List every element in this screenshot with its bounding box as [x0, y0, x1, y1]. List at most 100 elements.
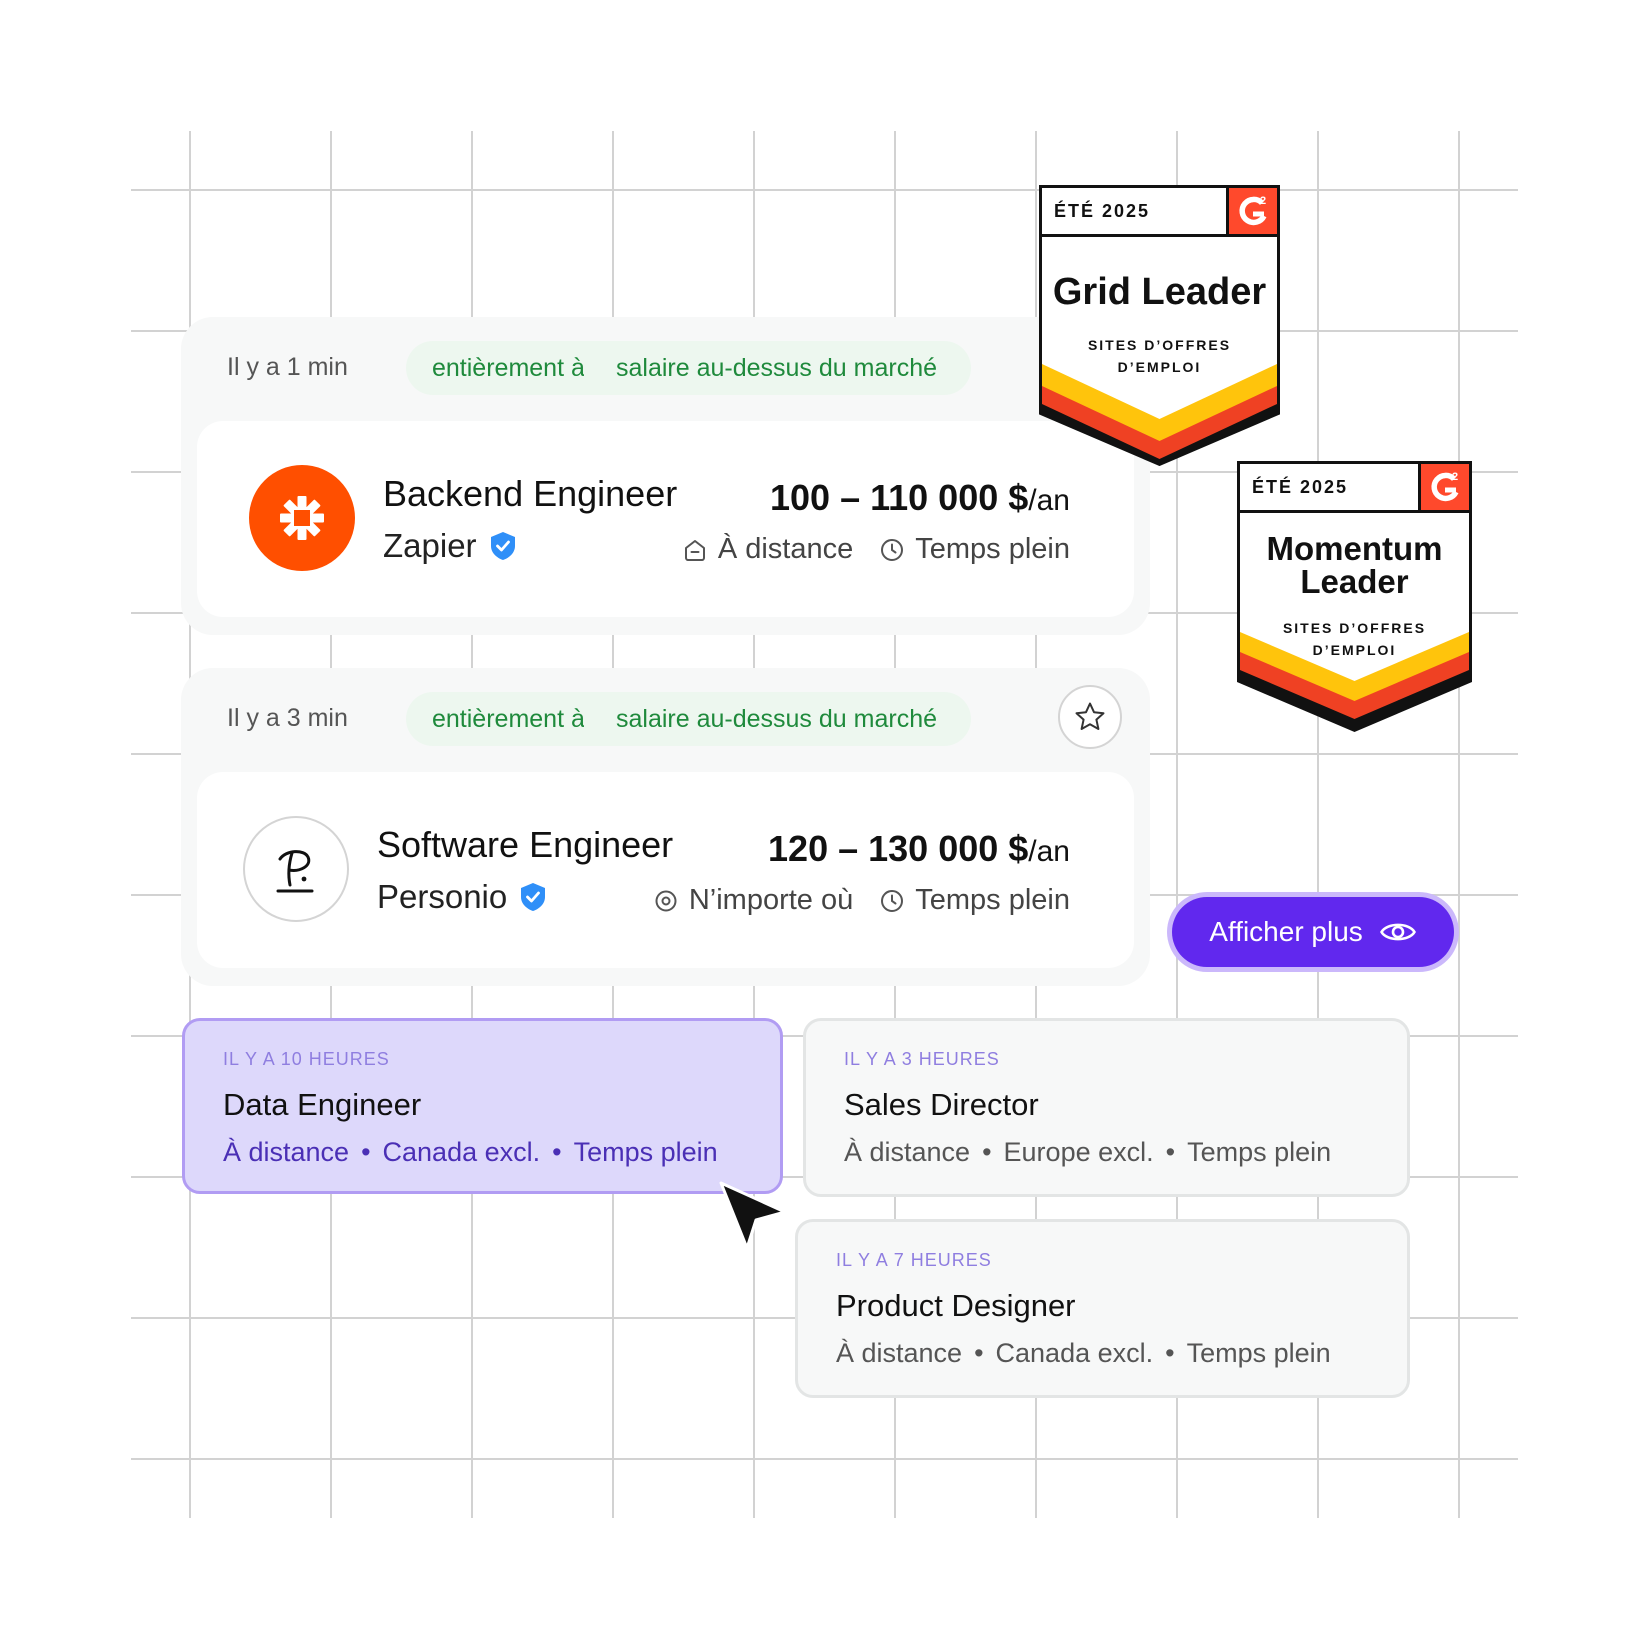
separator-dot: • — [552, 1137, 562, 1167]
job-meta: À distance Temps plein — [682, 533, 1070, 566]
eye-icon — [1379, 923, 1416, 941]
job-meta: N’importe où Temps plein — [653, 884, 1070, 917]
g2-logo-icon: 2 — [1239, 195, 1267, 226]
job-card-sales-director[interactable]: IL Y A 3 HEURES Sales Director À distanc… — [803, 1018, 1410, 1197]
tag-pill: entièrement à distance salaire au-dessus… — [406, 692, 971, 746]
company-name: Zapier — [383, 527, 517, 565]
badge-category: SITES D’OFFRES D’EMPLOI — [1237, 618, 1472, 661]
card-meta-schedule: Temps plein — [1186, 1338, 1331, 1368]
target-icon — [655, 890, 677, 911]
card-meta-schedule: Temps plein — [1187, 1137, 1332, 1167]
card-meta-location: À distance — [844, 1137, 971, 1167]
badge-category-line1: SITES D’OFFRES — [1282, 620, 1427, 636]
job-title[interactable]: Backend Engineer — [383, 473, 678, 514]
posted-time: Il y a 1 min — [227, 353, 348, 381]
g2-logo-icon: 2 — [1431, 471, 1459, 502]
g2-logo: 2 — [1226, 185, 1280, 237]
card-title[interactable]: Product Designer — [836, 1288, 1076, 1323]
tag-salary: salaire au-dessus du marché — [616, 353, 937, 382]
job-listing-software[interactable]: Il y a 3 min entièrement à distance sala… — [181, 668, 1150, 986]
star-icon — [1075, 702, 1105, 730]
badge-shield — [1039, 234, 1280, 466]
card-meta-schedule: Temps plein — [573, 1137, 718, 1167]
job-listing-backend[interactable]: Il y a 1 min entièrement à distance sala… — [181, 317, 1150, 635]
badge-title: Grid Leader — [1052, 271, 1267, 313]
job-title[interactable]: Software Engineer — [377, 824, 674, 865]
g2-badge-grid-leader: ÉTÉ 2025 2 Grid Leader SITES D’OFFRES D’… — [1039, 185, 1280, 466]
badge-title-line1: Momentum — [1266, 530, 1443, 567]
card-meta: À distance • Europe excl. • Temps plein — [844, 1137, 1331, 1168]
personio-logo — [243, 816, 349, 922]
separator-dot: • — [1165, 1338, 1175, 1368]
badge-title-line2: Leader — [1300, 563, 1409, 600]
card-posted-time: IL Y A 7 HEURES — [836, 1250, 992, 1270]
card-meta-region: Canada excl. — [382, 1137, 541, 1167]
tag-salary: salaire au-dessus du marché — [616, 704, 937, 733]
schedule-label: Temps plein — [915, 533, 1070, 565]
show-more-button[interactable]: Afficher plus — [1172, 897, 1454, 967]
tag-remote: entièrement à distance — [432, 704, 584, 733]
location-label: N’importe où — [688, 884, 854, 916]
svg-text:2: 2 — [1452, 471, 1458, 483]
badge-header: ÉTÉ 2025 2 — [1237, 461, 1472, 513]
separator-dot: • — [361, 1137, 371, 1167]
verified-badge-icon — [521, 883, 546, 911]
salary: 100 – 110 000 $/an — [770, 477, 1070, 519]
zapier-asterisk-icon — [280, 496, 324, 540]
save-star-button[interactable] — [1058, 685, 1122, 749]
g2-badge-momentum-leader: ÉTÉ 2025 2 Momentum Leader SITES D’OFFRE… — [1237, 461, 1472, 732]
card-meta-region: Europe excl. — [1003, 1137, 1154, 1167]
badge-season: ÉTÉ 2025 — [1252, 477, 1349, 497]
meta-schedule: Temps plein — [879, 884, 1070, 917]
separator-dot: • — [974, 1338, 984, 1368]
salary-period: /an — [1028, 484, 1070, 517]
schedule-label: Temps plein — [915, 884, 1070, 916]
show-more-label: Afficher plus — [1209, 916, 1363, 947]
posted-time: Il y a 3 min — [227, 704, 348, 732]
badge-header: ÉTÉ 2025 2 — [1039, 185, 1280, 237]
mouse-cursor-icon — [719, 1181, 787, 1250]
card-meta-region: Canada excl. — [995, 1338, 1154, 1368]
house-icon — [684, 539, 705, 561]
badge-season: ÉTÉ 2025 — [1054, 201, 1151, 221]
company-label: Personio — [377, 878, 508, 915]
separator-dot: • — [982, 1137, 992, 1167]
salary-range: 120 – 130 000 $ — [768, 828, 1029, 869]
card-meta-location: À distance — [223, 1137, 350, 1167]
salary: 120 – 130 000 $/an — [768, 828, 1070, 870]
clock-icon — [881, 538, 904, 561]
badge-category: SITES D’OFFRES D’EMPLOI — [1039, 335, 1280, 378]
card-posted-time: IL Y A 10 HEURES — [223, 1049, 390, 1069]
listing-body[interactable]: Backend Engineer Zapier 100 – 110 000 $/… — [197, 421, 1134, 617]
listing-header: Il y a 1 min entièrement à distance sala… — [181, 317, 1150, 417]
separator-dot: • — [1165, 1137, 1176, 1167]
location-label: À distance — [717, 533, 854, 565]
tag-pill: entièrement à distance salaire au-dessus… — [406, 341, 971, 395]
job-card-data-engineer[interactable]: IL Y A 10 HEURES Data Engineer À distanc… — [182, 1018, 783, 1194]
personio-p-logo — [276, 850, 314, 893]
badge-category-line2: D’EMPLOI — [1312, 641, 1397, 658]
badge-category-line2: D’EMPLOI — [1117, 358, 1202, 375]
badge-category-line1: SITES D’OFFRES — [1087, 337, 1232, 353]
tag-remote: entièrement à distance — [432, 353, 584, 382]
company-name: Personio — [377, 878, 547, 916]
zapier-logo — [249, 465, 355, 571]
card-title[interactable]: Data Engineer — [223, 1087, 422, 1122]
card-meta: À distance • Canada excl. • Temps plein — [836, 1338, 1331, 1369]
meta-schedule: Temps plein — [879, 533, 1070, 566]
badge-shield — [1237, 510, 1472, 732]
card-title[interactable]: Sales Director — [844, 1087, 1039, 1122]
salary-period: /an — [1028, 835, 1070, 868]
salary-range: 100 – 110 000 $ — [770, 477, 1029, 518]
g2-logo: 2 — [1418, 461, 1472, 513]
card-meta-location: À distance — [836, 1338, 963, 1368]
badge-title: Momentum Leader — [1237, 532, 1472, 598]
job-card-product-designer[interactable]: IL Y A 7 HEURES Product Designer À dista… — [795, 1219, 1410, 1398]
company-label: Zapier — [383, 527, 477, 564]
card-posted-time: IL Y A 3 HEURES — [844, 1049, 1000, 1069]
listing-body[interactable]: Software Engineer Personio 120 – 130 000… — [197, 772, 1134, 968]
verified-badge-icon — [490, 532, 515, 560]
meta-location: N’importe où — [653, 884, 853, 917]
clock-icon — [881, 889, 904, 912]
card-meta: À distance • Canada excl. • Temps plein — [223, 1137, 718, 1168]
